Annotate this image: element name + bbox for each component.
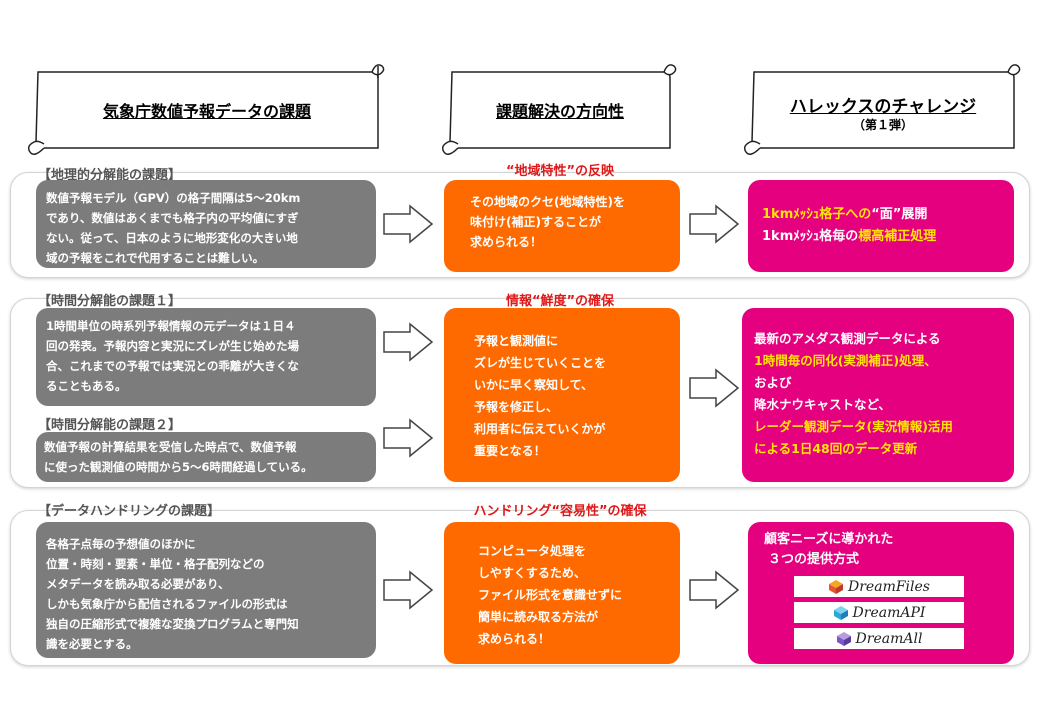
header-direction-title: 課題解決の方向性	[495, 102, 624, 121]
challenge-mesh-line1: 1kmﾒｯｼｭ格子への“面”展開	[762, 207, 928, 222]
text-geographic-problem: 数値予報モデル（GPV）の格子間隔は5～20km であり、数値はあくまでも格子内…	[46, 191, 301, 265]
arrow-right-icon	[689, 368, 740, 408]
challenge-update-line2: 1時間毎の同化(実測補正)処理、	[754, 353, 937, 368]
arrow-right-icon	[383, 570, 434, 610]
label-data-handling-issue: 【データハンドリングの課題】	[38, 504, 221, 519]
header-scroll-issues: 気象庁数値予報データの課題	[26, 58, 388, 162]
box-temporal-problem-1: 1時間単位の時系列予報情報の元データは１日４ 回の発表。予報内容と実況にズレが生…	[36, 308, 376, 406]
label-temporal-issue-1: 【時間分解能の課題１】	[38, 294, 182, 309]
label-ease-of-handling: ハンドリング“容易性”の確保	[473, 504, 647, 519]
label-temporal-issue-2: 【時間分解能の課題２】	[38, 418, 182, 433]
text-regional-solution: その地域のクセ(地域特性)を 味付け(補正)することが 求められる！	[470, 195, 625, 249]
product-dreamall-name: DreamAll	[855, 630, 923, 647]
challenge-delivery-line1: 顧客ニーズに導かれた	[764, 532, 894, 547]
header-scroll-direction: 課題解決の方向性	[440, 58, 680, 162]
arrow-right-icon	[383, 204, 434, 244]
box-ease-solution: コンピュータ処理を しやすくするため、 ファイル形式を意識せずに 簡単に読み取る…	[444, 522, 680, 664]
challenge-update-line1: 最新のアメダス観測データによる	[754, 331, 941, 346]
label-regional-characteristics: “地域特性”の反映	[505, 164, 615, 179]
challenge-update-line3: および	[754, 375, 792, 390]
text-ease-solution: コンピュータ処理を しやすくするため、 ファイル形式を意識せずに 簡単に読み取る…	[478, 544, 623, 646]
cube-icon	[836, 631, 851, 646]
arrow-right-icon	[383, 418, 434, 458]
text-temporal-problem-2: 数値予報の計算結果を受信した時点で、数値予報 に使った観測値の時間から5～6時間…	[44, 440, 313, 474]
product-dreamall: DreamAll	[794, 628, 964, 649]
challenge-update-line4: 降水ナウキャストなど、	[754, 397, 891, 412]
product-dreamfiles-name: DreamFiles	[848, 578, 930, 595]
cube-icon	[833, 605, 848, 620]
product-dreamapi: DreamAPI	[794, 602, 964, 623]
box-geographic-problem: 数値予報モデル（GPV）の格子間隔は5～20km であり、数値はあくまでも格子内…	[36, 180, 376, 268]
challenge-update-line6: による1日48回のデータ更新	[754, 441, 918, 456]
cube-icon	[829, 579, 844, 594]
box-freshness-solution: 予報と観測値に ズレが生じていくことを いかに早く察知して、 予報を修正し、 利…	[444, 308, 680, 482]
text-data-handling-problem: 各格子点毎の予想値のほかに 位置・時刻・要素・単位・格子配列などの メタデータを…	[46, 537, 299, 651]
text-temporal-problem-1: 1時間単位の時系列予報情報の元データは１日４ 回の発表。予報内容と実況にズレが生…	[46, 319, 299, 393]
box-data-update-challenge: 最新のアメダス観測データによる 1時間毎の同化(実測補正)処理、 および 降水ナ…	[742, 308, 1014, 482]
arrow-right-icon	[689, 570, 740, 610]
header-challenge-title: ハレックスのチャレンジ	[789, 97, 977, 117]
box-regional-solution: その地域のクセ(地域特性)を 味付け(補正)することが 求められる！	[444, 180, 680, 272]
challenge-update-line5: レーダー観測データ(実況情報)活用	[754, 419, 953, 434]
header-challenge-subtitle: （第１弾）	[852, 118, 913, 132]
header-scroll-challenge: ハレックスのチャレンジ （第１弾）	[742, 58, 1024, 162]
box-temporal-problem-2: 数値予報の計算結果を受信した時点で、数値予報 に使った観測値の時間から5～6時間…	[36, 432, 376, 482]
arrow-right-icon	[689, 204, 740, 244]
header-issues-title: 気象庁数値予報データの課題	[102, 102, 311, 121]
challenge-delivery-line2: ３つの提供方式	[768, 552, 860, 567]
label-freshness: 情報“鮮度”の確保	[505, 294, 615, 309]
label-geographic-issue: 【地理的分解能の課題】	[38, 168, 182, 183]
box-mesh-challenge: 1kmﾒｯｼｭ格子への“面”展開 1kmﾒｯｼｭ格毎の標高補正処理	[748, 180, 1014, 272]
product-dreamapi-name: DreamAPI	[852, 604, 926, 621]
arrow-right-icon	[383, 322, 434, 362]
challenge-mesh-line2: 1kmﾒｯｼｭ格毎の標高補正処理	[762, 229, 937, 244]
text-freshness-solution: 予報と観測値に ズレが生じていくことを いかに早く察知して、 予報を修正し、 利…	[474, 334, 607, 458]
box-data-handling-problem: 各格子点毎の予想値のほかに 位置・時刻・要素・単位・格子配列などの メタデータを…	[36, 522, 376, 658]
product-dreamfiles: DreamFiles	[794, 576, 964, 597]
